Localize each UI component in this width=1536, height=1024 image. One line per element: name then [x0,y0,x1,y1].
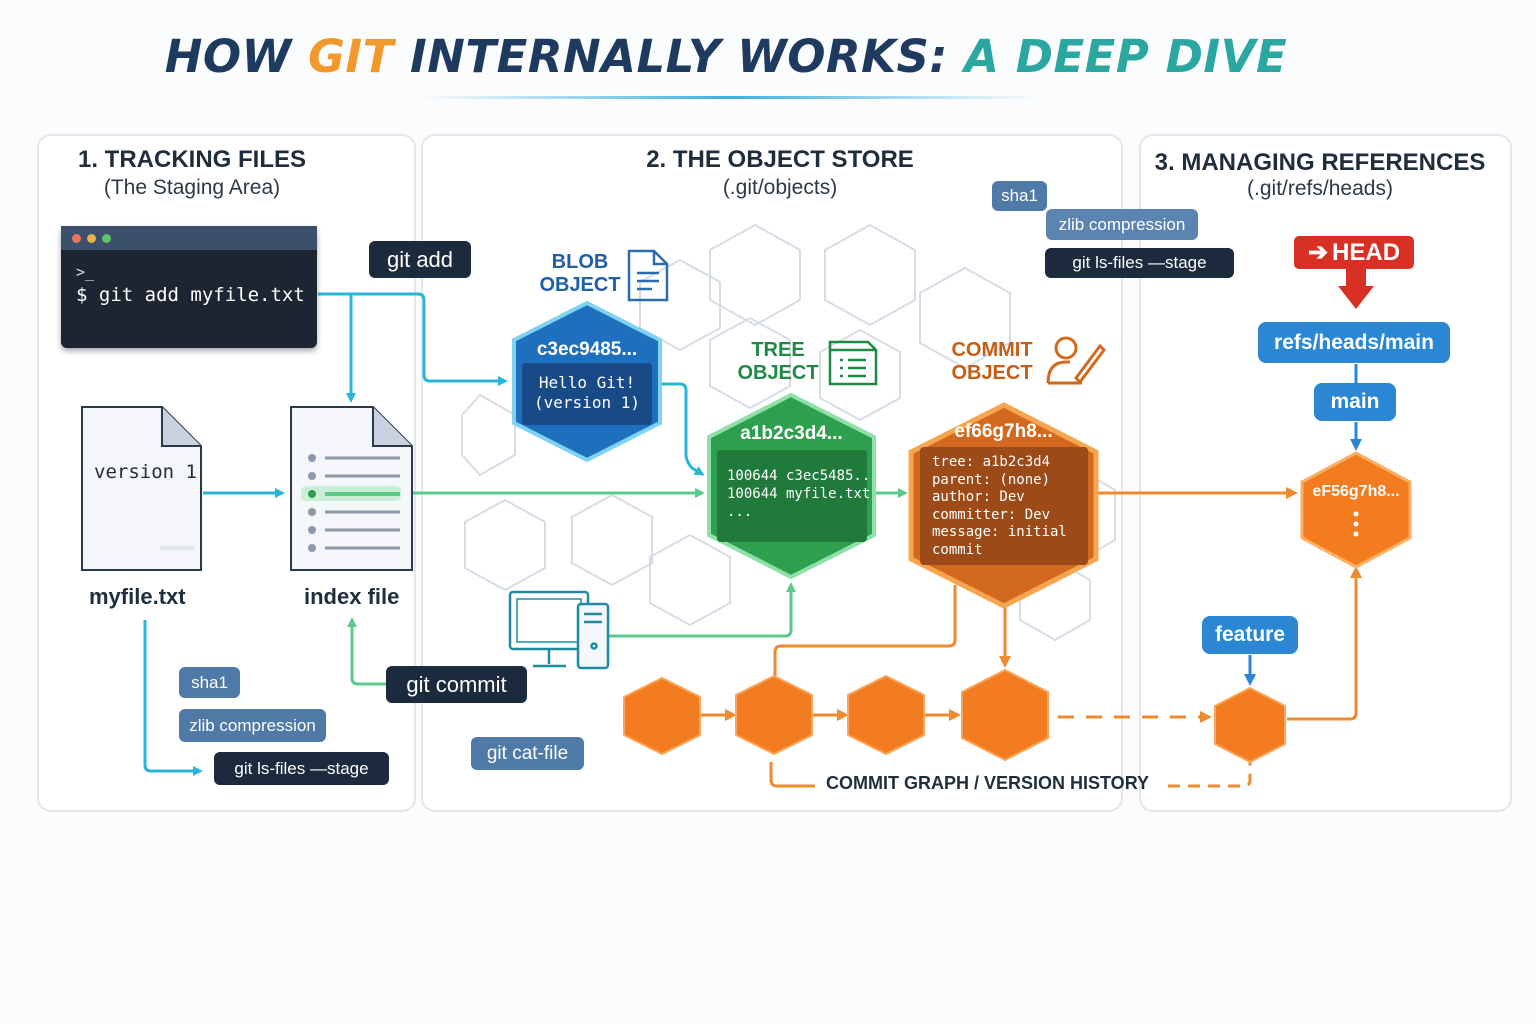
graph-bracket-left [769,762,815,788]
branch-main: main [1314,383,1396,421]
panel-2-title: 2. THE OBJECT STORE [646,146,914,173]
head-ref: ➔HEAD [1294,236,1414,269]
blob-label-line2: OBJECT [539,274,621,296]
computer-icon [508,590,610,670]
window-minimize-dot [87,234,96,243]
arrow-feature-to-tip [1287,566,1362,721]
ls-files-tag-left: git ls-files —stage [214,752,389,785]
working-file-content: version 1 [94,461,197,483]
commit-hexagon [908,402,1099,609]
arrow-computer-to-tree [608,582,796,638]
zlib-tag-left: zlib compression [179,709,326,742]
commit-label-line2: OBJECT [951,362,1033,384]
blob-label-line1: BLOB [551,251,609,273]
terminal-titlebar [61,226,317,250]
background-hex-grid [461,223,1116,642]
tree-list-icon [828,340,878,386]
commit-object-label: COMMIT OBJECT [937,339,1047,385]
arrow-right-icon: ➔ [1307,239,1329,266]
head-arrow [1338,268,1374,309]
page-title: HOW GIT INTERNALLY WORKS: A DEEP DIVE [164,30,1288,83]
git-add-tag: git add [369,241,471,278]
window-close-dot [72,234,81,243]
blob-object-label: BLOB OBJECT [530,251,630,297]
graph-node-1 [623,676,701,756]
git-cat-file-tag: git cat-file [471,737,584,770]
tree-label-line1: TREE [751,339,805,361]
blob-hexagon [512,300,662,463]
ref-heads-main: refs/heads/main [1258,322,1450,363]
tree-hexagon [707,392,876,580]
commit-label-line1: COMMIT [951,339,1033,361]
blob-hash: c3ec9485... [536,339,638,360]
terminal-window: >_ $ git add myfile.txt [61,226,317,348]
arrow-terminal-to-blob [318,292,508,386]
ref-tip-hash: eF56g7h8... [1312,483,1400,500]
working-file-label: myfile.txt [89,584,186,609]
tree-content: 100644 c3ec5485.. 100644 myfile.txt ... [727,468,871,520]
zlib-tag-right: zlib compression [1046,209,1198,240]
ls-files-tag-right: git ls-files —stage [1045,248,1234,278]
graph-node-4 [961,668,1049,762]
terminal-command: $ git add myfile.txt [76,284,305,306]
terminal-icon: >_ [76,263,95,281]
document-icon [81,406,202,571]
sha1-tag-right: sha1 [992,181,1047,211]
head-ref-label: HEAD [1332,238,1401,266]
arrow-blob-to-tree [660,382,705,476]
document-list-icon [290,406,413,571]
panel-3-title: 3. MANAGING REFERENCES [1154,149,1486,176]
graph-node-2 [735,674,813,756]
tree-hash: a1b2c3d4... [740,423,843,444]
commit-content: tree: a1b2c3d4 parent: (none) author: De… [932,454,1067,558]
graph-bracket-right [1168,762,1252,788]
tree-object-label: TREE OBJECT [728,339,828,385]
window-maximize-dot [102,234,111,243]
blob-document-icon [627,249,669,302]
panel-1-title: 1. TRACKING FILES [77,146,306,173]
arrow-commit-to-graph [773,585,957,680]
graph-node-3 [847,674,925,756]
panel-3-subtitle: (.git/refs/heads) [1247,177,1393,200]
person-edit-icon [1046,336,1106,385]
graph-node-5 [1214,686,1286,764]
commit-hash: ef66g7h8... [954,421,1053,442]
tree-label-line2: OBJECT [737,362,819,384]
git-commit-tag: git commit [386,666,527,703]
commit-graph-nodes [623,668,1286,764]
blob-content: Hello Git! (version 1) [534,373,640,412]
arrow-commit-cmd-to-index [347,617,386,686]
index-file-label: index file [304,584,400,609]
arrow-file-to-ls-files [143,620,203,776]
ref-tip-hexagon [1300,451,1412,569]
branch-feature: feature [1202,616,1298,654]
sha1-tag-left: sha1 [179,667,240,698]
commit-graph-label: COMMIT GRAPH / VERSION HISTORY [826,773,1150,793]
panel-2-subtitle: (.git/objects) [722,176,838,199]
panel-1-subtitle: (The Staging Area) [103,176,281,199]
